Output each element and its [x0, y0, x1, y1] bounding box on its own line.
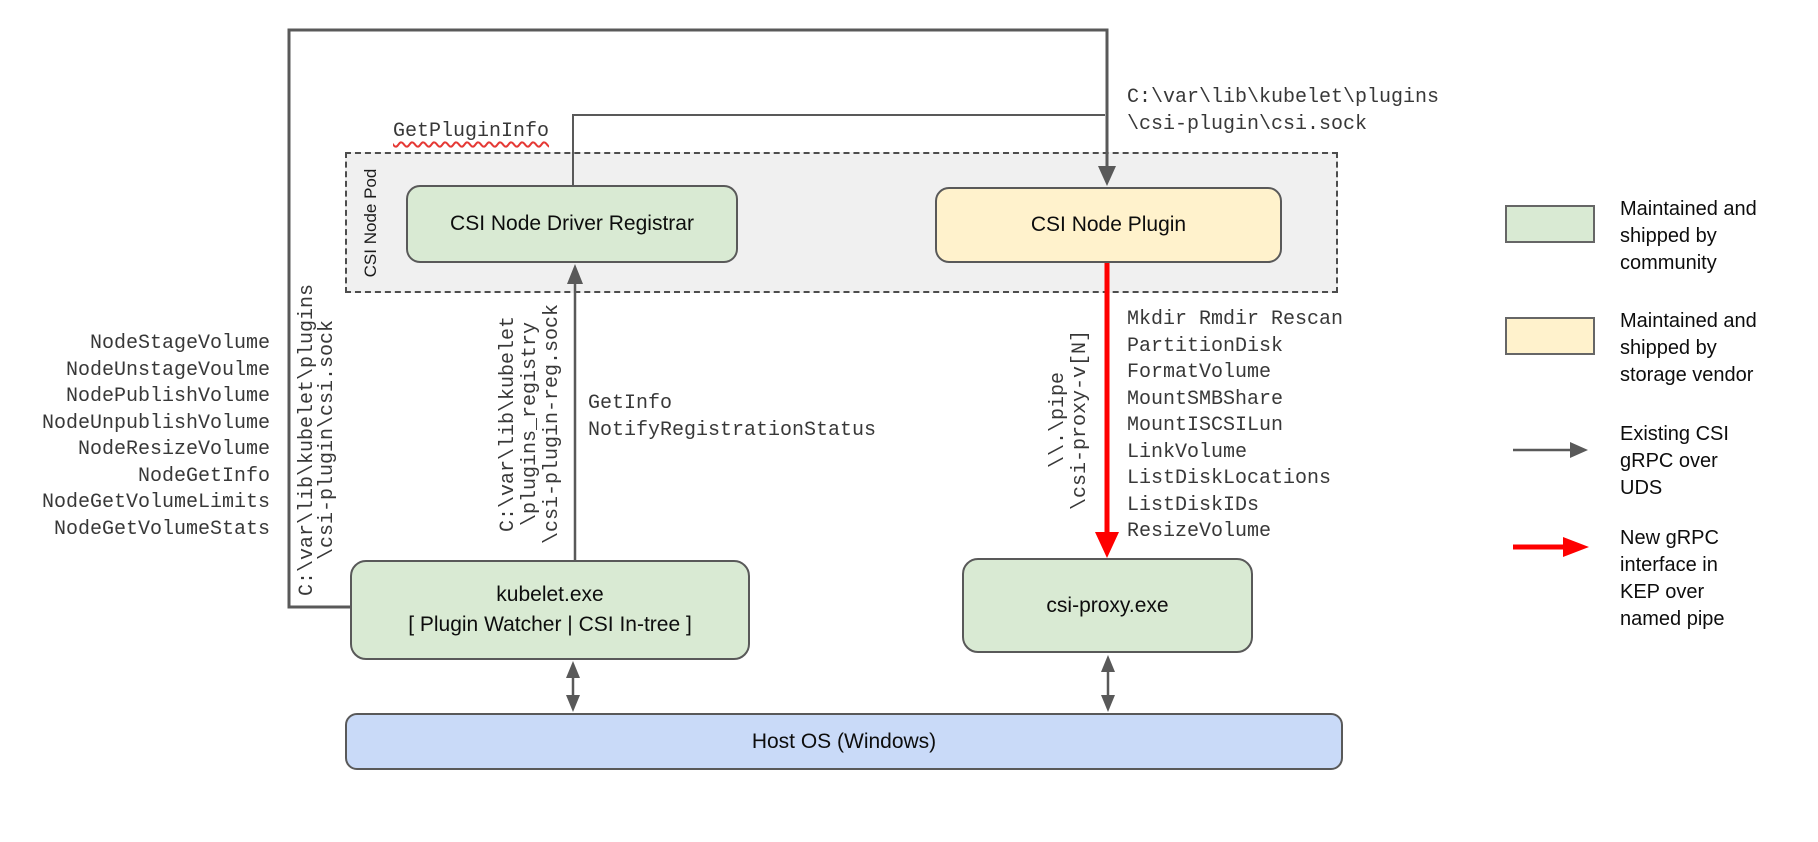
- csi-node-driver-registrar-box: CSI Node Driver Registrar: [406, 185, 738, 263]
- legend-uds-label: Existing CSI gRPC over UDS: [1620, 423, 1729, 499]
- uds-wire-kubelet-to-plugin: [287, 28, 1109, 609]
- csi-node-plugin-box: CSI Node Plugin: [935, 187, 1282, 263]
- registration-calls-label: GetInfo NotifyRegistrationStatus: [588, 392, 877, 442]
- host-os-box: Host OS (Windows): [345, 713, 1343, 770]
- csi-sock-path-top-label: C:\var\lib\kubelet\plugins \csi-plugin\c…: [1127, 86, 1440, 136]
- csi-proxy-box: csi-proxy.exe: [962, 558, 1253, 653]
- legend-community-swatch: [1505, 205, 1595, 243]
- arrowhead-down-icon: [566, 695, 580, 712]
- arrowhead-up-icon: [566, 661, 580, 678]
- node-rpc-list: NodeStageVolume NodeUnstageVoulme NodePu…: [41, 332, 270, 541]
- csi-sock-path-left-label: C:\var\lib\kubelet\plugins \csi-plugin\c…: [296, 283, 339, 597]
- registry-sock-path-label: C:\var\lib\kubelet \plugins_registry \cs…: [497, 303, 564, 545]
- named-pipe-path-label: \\.\pipe \csi-proxy-v[N]: [1047, 329, 1092, 511]
- getplugininfo-label: GetPluginInfo: [393, 120, 550, 143]
- csi-node-pod-label: CSI Node Pod: [361, 168, 380, 278]
- legend-namedpipe-label: New gRPC interface in KEP over named pip…: [1620, 527, 1725, 630]
- legend-vendor-label: Maintained and shipped by storage vendor: [1620, 310, 1757, 386]
- kubelet-box: kubelet.exe [ Plugin Watcher | CSI In-tr…: [350, 560, 750, 660]
- legend-red-arrowhead-icon: [1563, 537, 1589, 557]
- proxy-rpc-list: Mkdir Rmdir Rescan PartitionDisk FormatV…: [1127, 308, 1344, 543]
- legend-vendor-swatch: [1505, 317, 1595, 355]
- arrowhead-down-icon: [1101, 695, 1115, 712]
- arrowhead-up-icon: [1101, 655, 1115, 672]
- legend-community-label: Maintained and shipped by community: [1620, 198, 1757, 274]
- red-arrowhead-into-proxy-icon: [1095, 532, 1119, 558]
- legend-gray-arrowhead-icon: [1570, 442, 1588, 458]
